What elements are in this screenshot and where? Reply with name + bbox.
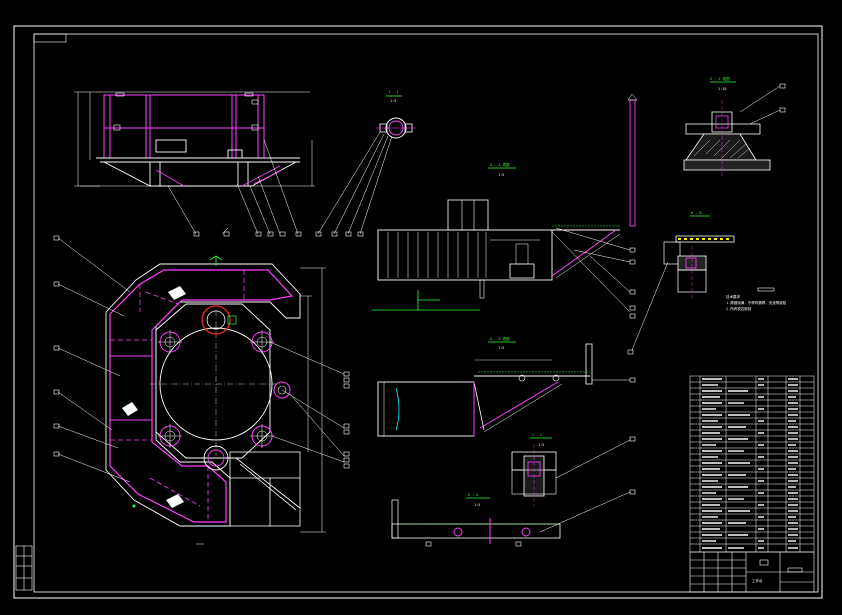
- section-title-4: B - B: [691, 211, 702, 215]
- note-line-3: 2.所有锐边倒钝: [726, 306, 752, 311]
- title-block-label: 工作台: [752, 578, 763, 583]
- technical-notes: 技术要求 1.焊缝饱满，不得有漏焊、夹渣等缺陷 2.所有锐边倒钝: [726, 287, 787, 311]
- section-detail-b-b: B - B: [627, 211, 735, 355]
- note-line-2: 1.焊缝饱满，不得有漏焊、夹渣等缺陷: [726, 300, 787, 305]
- section-title-5: A - A 视图: [490, 336, 510, 341]
- scale-label-1: 1:5: [390, 99, 396, 103]
- title-block: [689, 551, 815, 593]
- scale-label-2: 1:10: [718, 87, 726, 91]
- section-title-1: 1 - 1: [388, 90, 399, 94]
- binding-margin-block: [15, 545, 33, 591]
- parts-list-table: [689, 375, 815, 553]
- callout-tags-top: [193, 231, 364, 237]
- section-title-3: A - A 视图: [490, 162, 510, 167]
- scale-label-3: 1:5: [498, 173, 504, 177]
- parts-list-text-marks: [702, 378, 798, 549]
- section-detail-d-d: D - D 1:5: [391, 489, 636, 547]
- drawing-frame: [13, 25, 823, 599]
- side-view-a-a: A - A 视图 1:5: [372, 93, 638, 319]
- section-title-7: D - D: [468, 493, 479, 497]
- pipe-clamp-detail: 1 - 1 1:5: [376, 90, 416, 139]
- section-detail-2-2: 2 - 2 视图 1:10: [683, 76, 786, 178]
- plan-view-platform: [53, 235, 350, 545]
- bracket-view-a-a: A - A 视图 1:5: [377, 336, 636, 437]
- section-title-6: C - C: [532, 433, 543, 437]
- scale-label-7: 1:5: [474, 503, 480, 507]
- section-detail-c-c: C - C 1:5: [511, 433, 636, 506]
- front-view-railing-frame: [74, 91, 315, 187]
- section-title-2: 2 - 2 视图: [710, 76, 730, 81]
- scale-label-6: 1:5: [538, 443, 544, 447]
- note-line-1: 技术要求: [726, 294, 740, 299]
- leader-lines-top: [167, 131, 393, 235]
- scale-label-5: 1:5: [498, 346, 504, 350]
